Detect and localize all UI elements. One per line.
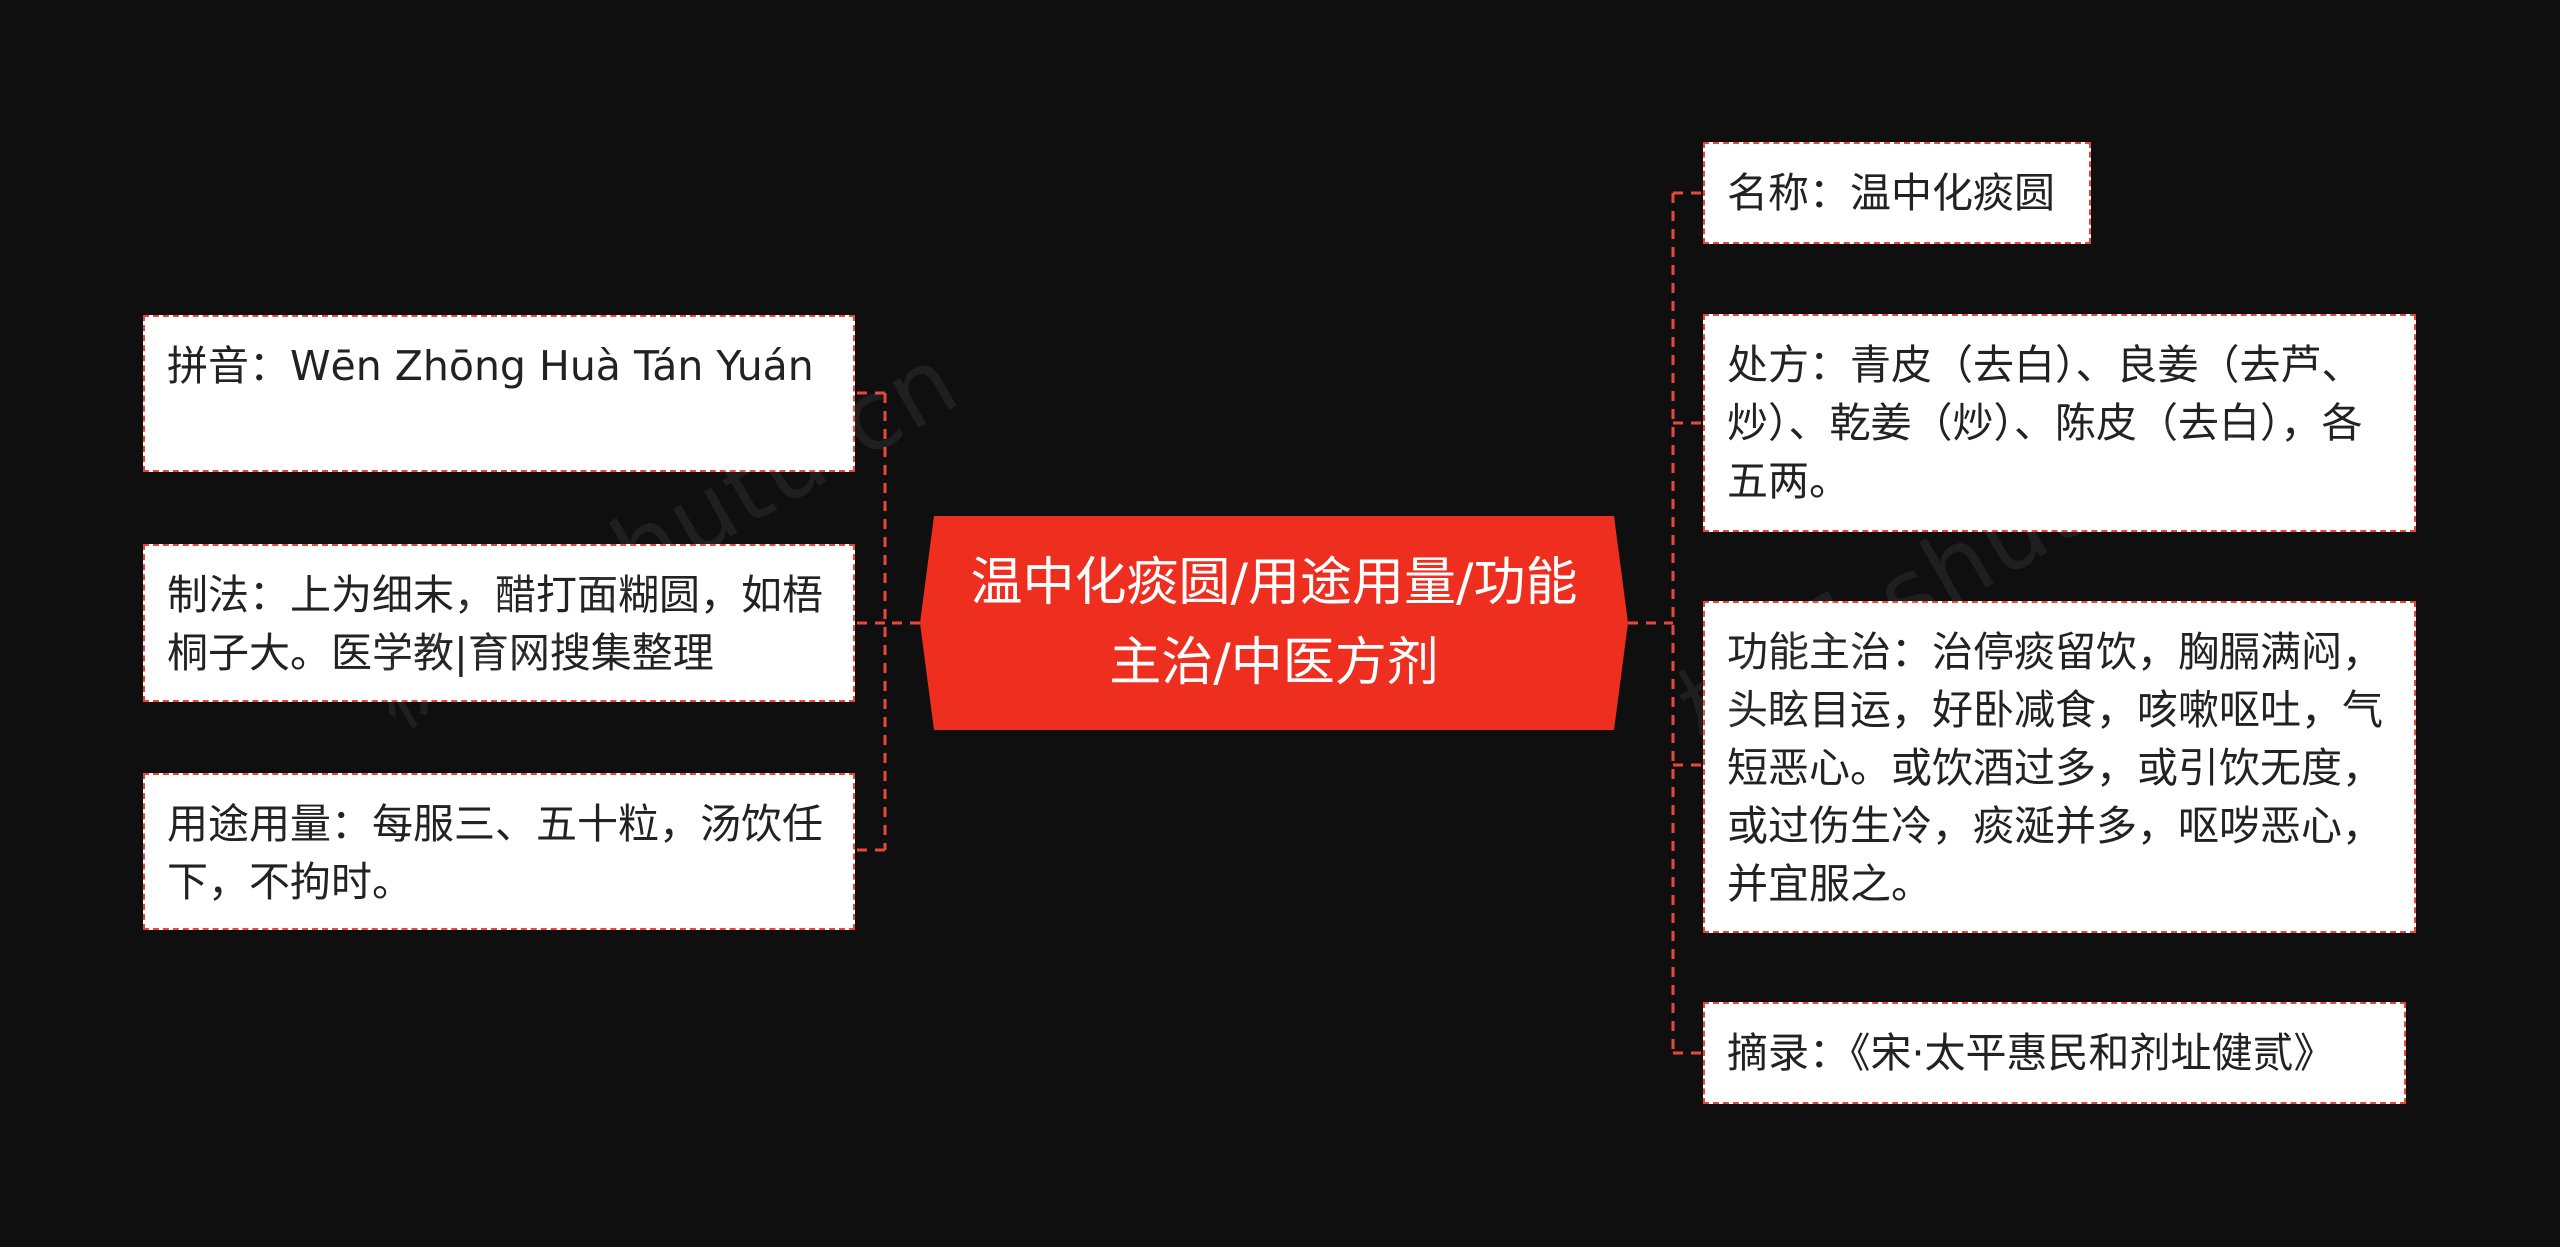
node-source[interactable]: 摘录：《宋·太平惠民和剂址健贰》	[1703, 1002, 2406, 1104]
node-name[interactable]: 名称：温中化痰圆	[1703, 142, 2091, 244]
central-topic[interactable]: 温中化痰圆/用途用量/功能主治/中医方剂	[920, 516, 1628, 730]
node-pinyin[interactable]: 拼音：Wēn Zhōng Huà Tán Yuán	[143, 315, 855, 472]
node-preparation[interactable]: 制法：上为细末，醋打面糊圆，如梧桐子大。医学教|育网搜集整理	[143, 544, 855, 702]
node-source-text: 摘录：《宋·太平惠民和剂址健贰》	[1727, 1029, 2335, 1077]
node-prescription-text: 处方：青皮（去白）、良姜（去芦、炒）、乾姜（炒）、陈皮（去白），各五两。	[1727, 341, 2363, 505]
node-pinyin-text: 拼音：Wēn Zhōng Huà Tán Yuán	[167, 342, 814, 390]
node-indications-text: 功能主治：治停痰留饮，胸膈满闷，头眩目运，好卧减食，咳嗽呕吐，气短恶心。或饮酒过…	[1727, 628, 2383, 908]
node-indications[interactable]: 功能主治：治停痰留饮，胸膈满闷，头眩目运，好卧减食，咳嗽呕吐，气短恶心。或饮酒过…	[1703, 601, 2416, 933]
node-usage-dosage[interactable]: 用途用量：每服三、五十粒，汤饮任下，不拘时。	[143, 773, 855, 930]
node-name-text: 名称：温中化痰圆	[1727, 169, 2055, 217]
node-usage-dosage-text: 用途用量：每服三、五十粒，汤饮任下，不拘时。	[167, 800, 823, 906]
central-topic-label: 温中化痰圆/用途用量/功能主治/中医方剂	[970, 553, 1578, 693]
node-preparation-text: 制法：上为细末，醋打面糊圆，如梧桐子大。医学教|育网搜集整理	[167, 571, 823, 677]
node-prescription[interactable]: 处方：青皮（去白）、良姜（去芦、炒）、乾姜（炒）、陈皮（去白），各五两。	[1703, 314, 2416, 532]
